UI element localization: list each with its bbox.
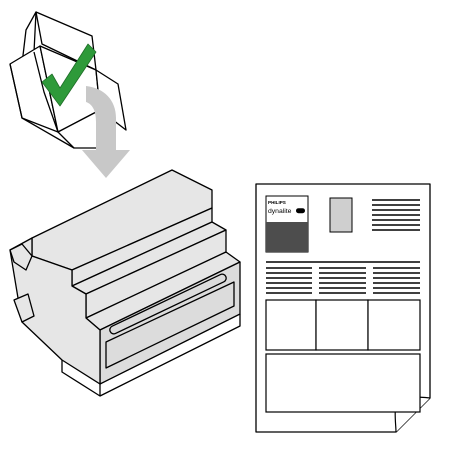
checkmark-icon (41, 43, 97, 107)
text-block-right (372, 199, 420, 231)
logo-dark-band (266, 222, 308, 252)
document-icon: PHILIPS dynalite (255, 183, 431, 433)
bottom-box (265, 353, 421, 413)
module-terminal (9, 243, 33, 271)
din-rail-module-icon (9, 169, 241, 397)
logo-mark (296, 208, 305, 214)
logo-product-text: dynalite (268, 208, 292, 215)
down-arrow-icon (82, 86, 130, 178)
photo-placeholder (329, 197, 353, 233)
box-edge (9, 63, 75, 149)
image-boxes (265, 299, 421, 351)
module-terminal (13, 293, 35, 323)
image-box (315, 299, 369, 351)
text-columns (266, 267, 420, 294)
image-box (367, 299, 421, 351)
module-slot (109, 273, 227, 335)
box-edge (33, 51, 59, 133)
module-window (105, 281, 235, 369)
logo-brand-text: PHILIPS (268, 200, 286, 205)
image-box (265, 299, 317, 351)
